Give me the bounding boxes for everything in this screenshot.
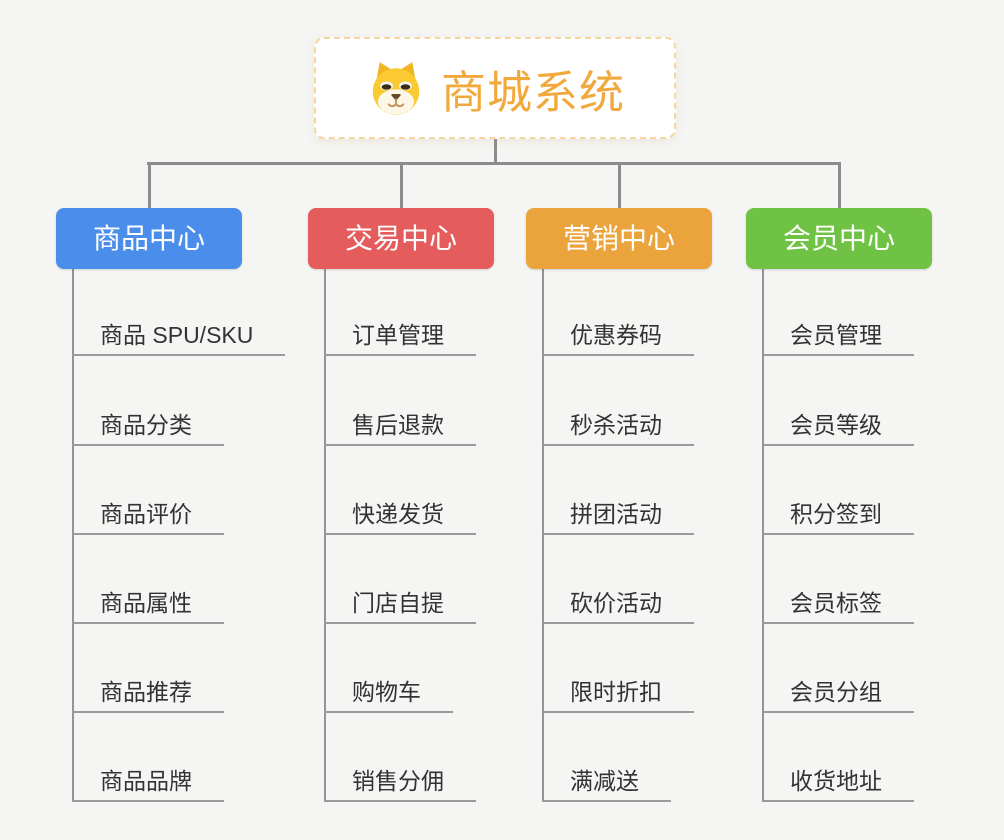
branch-drop-connector [147,162,151,212]
leaf-node[interactable]: 门店自提 [324,591,476,624]
leaf-node[interactable]: 购物车 [324,680,453,713]
branch-node-1[interactable]: 商品中心 [56,208,242,269]
leaf-node[interactable]: 商品 SPU/SKU [72,323,286,356]
leaf-node[interactable]: 满减送 [542,769,671,802]
leaf-node[interactable]: 会员分组 [762,680,914,713]
leaf-node[interactable]: 商品评价 [72,502,224,535]
root-node[interactable]: 商城系统 [314,37,676,139]
branch-node-2[interactable]: 交易中心 [308,208,494,269]
leaf-trunk-line [72,269,74,801]
leaf-node[interactable]: 商品属性 [72,591,224,624]
leaf-node[interactable]: 商品品牌 [72,769,224,802]
branch-node-4[interactable]: 会员中心 [746,208,932,269]
branch-drop-connector [399,162,403,212]
root-title: 商城系统 [440,66,625,118]
level1-horizontal-connector [147,162,841,165]
leaf-node[interactable]: 拼团活动 [542,502,694,535]
leaf-node[interactable]: 商品推荐 [72,680,224,713]
branch-drop-connector [617,162,621,212]
leaf-node[interactable]: 订单管理 [324,323,476,356]
leaf-node[interactable]: 砍价活动 [542,591,694,624]
leaf-node[interactable]: 收货地址 [762,769,914,802]
leaf-node[interactable]: 优惠券码 [542,323,694,356]
leaf-node[interactable]: 会员管理 [762,323,914,356]
root-stub-connector [494,138,497,165]
dog-face-icon [372,62,420,115]
leaf-trunk-line [762,269,764,801]
leaf-node[interactable]: 限时折扣 [542,680,694,713]
leaf-node[interactable]: 商品分类 [72,413,224,446]
leaf-trunk-line [542,269,544,801]
leaf-node[interactable]: 售后退款 [324,413,476,446]
leaf-node[interactable]: 会员等级 [762,413,914,446]
leaf-trunk-line [324,269,326,801]
branch-node-3[interactable]: 营销中心 [526,208,712,269]
leaf-node[interactable]: 积分签到 [762,502,914,535]
leaf-node[interactable]: 会员标签 [762,591,914,624]
branch-drop-connector [837,162,841,212]
leaf-node[interactable]: 销售分佣 [324,769,476,802]
leaf-node[interactable]: 秒杀活动 [542,413,694,446]
leaf-node[interactable]: 快递发货 [324,502,476,535]
